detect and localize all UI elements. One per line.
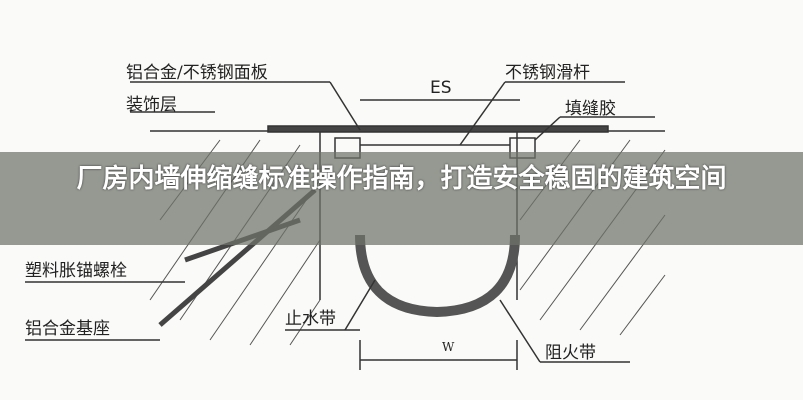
label-base: 铝合金基座 bbox=[25, 319, 110, 339]
cover-panel bbox=[267, 125, 609, 133]
label-panel: 铝合金/不锈钢面板 bbox=[126, 63, 268, 83]
label-anchor-bolt: 塑料胀锚螺栓 bbox=[25, 261, 127, 281]
title-overlay-band bbox=[0, 152, 803, 245]
label-firestop: 阻火带 bbox=[545, 343, 596, 363]
label-es: ES bbox=[430, 78, 452, 98]
page-title: 厂房内墙伸缩缝标准操作指南，打造安全稳固的建筑空间 bbox=[76, 164, 727, 194]
label-sealant: 填缝胶 bbox=[565, 99, 616, 119]
label-waterstop: 止水带 bbox=[285, 309, 336, 329]
label-decor-layer: 装饰层 bbox=[126, 95, 177, 115]
waterstop-u-band bbox=[355, 234, 520, 318]
label-slide-rod: 不锈钢滑杆 bbox=[505, 63, 590, 83]
label-w: W bbox=[442, 340, 455, 354]
